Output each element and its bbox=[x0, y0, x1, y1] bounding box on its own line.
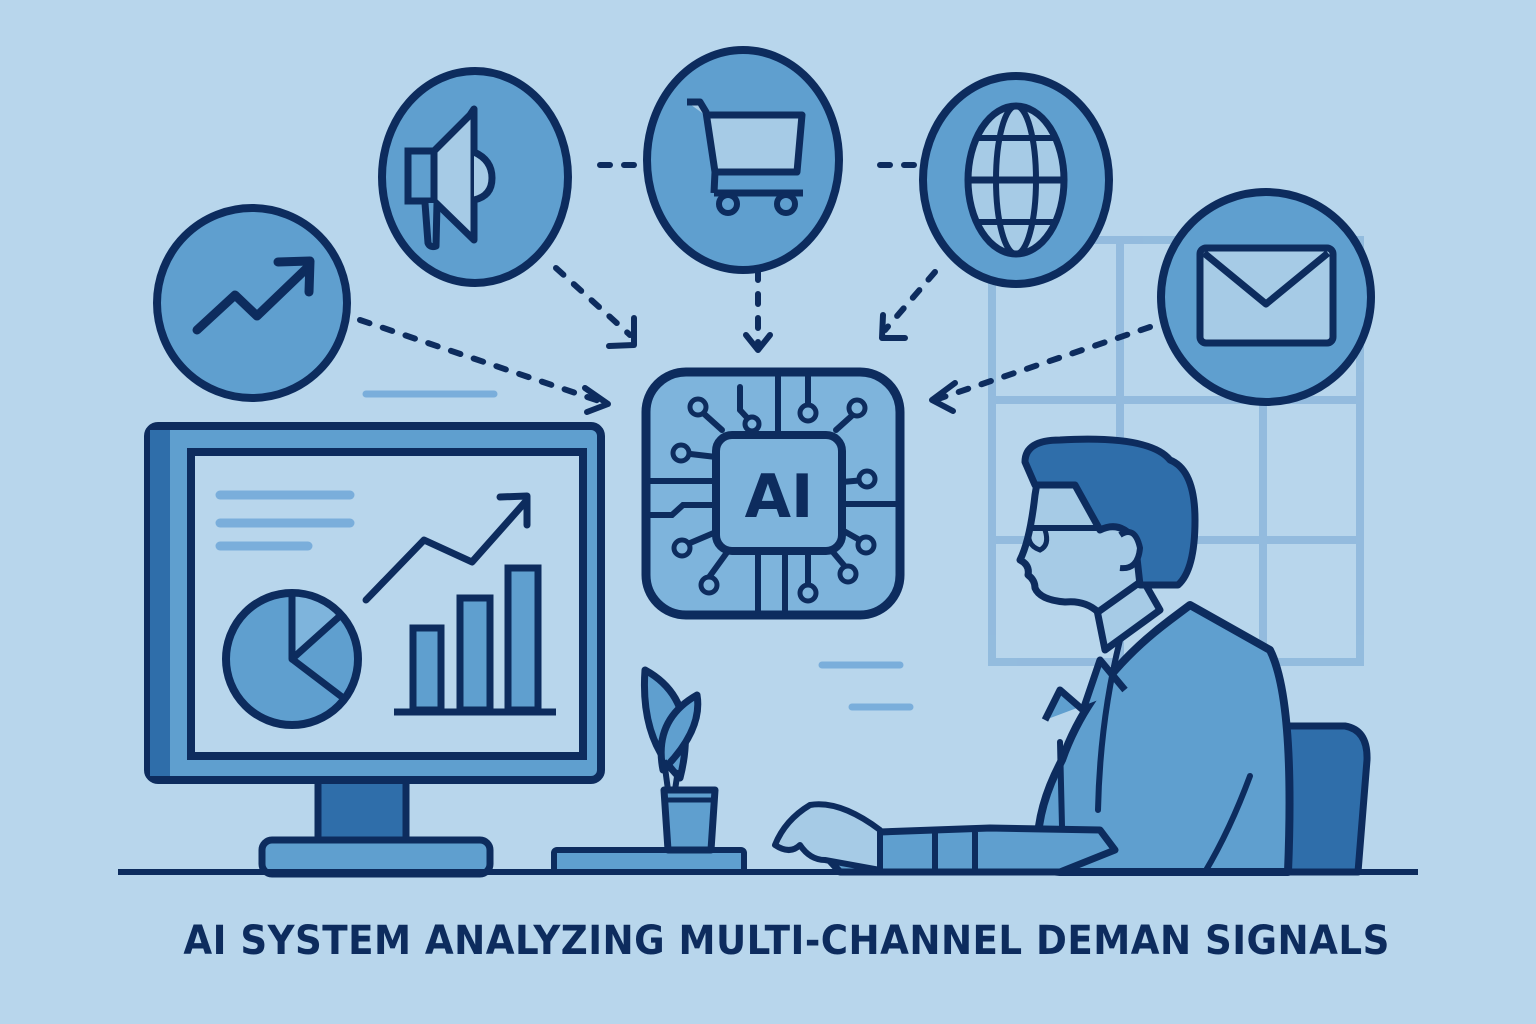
keyboard bbox=[551, 847, 747, 875]
globe-icon bbox=[919, 72, 1113, 288]
trending-up-icon bbox=[153, 204, 351, 402]
caption-title: AI SYSTEM ANALYZING MULTI-CHANNEL DEMAN … bbox=[183, 918, 1390, 964]
shopping-cart-icon bbox=[643, 46, 843, 274]
signal-connectors bbox=[357, 162, 1153, 406]
ai-chip-icon: AI bbox=[641, 367, 905, 620]
envelope-icon bbox=[1157, 188, 1375, 406]
megaphone-icon bbox=[378, 67, 572, 287]
line-trend-icon bbox=[362, 492, 531, 604]
bar-chart-icon bbox=[394, 564, 556, 716]
decorative-lines bbox=[362, 390, 914, 711]
ai-label: AI bbox=[745, 462, 814, 532]
monitor-icon bbox=[144, 422, 605, 878]
connector-arrowheads bbox=[582, 312, 958, 415]
pie-chart-icon bbox=[222, 589, 362, 729]
chair bbox=[1276, 722, 1371, 876]
plant-icon bbox=[640, 666, 719, 854]
person-figure bbox=[772, 435, 1294, 876]
